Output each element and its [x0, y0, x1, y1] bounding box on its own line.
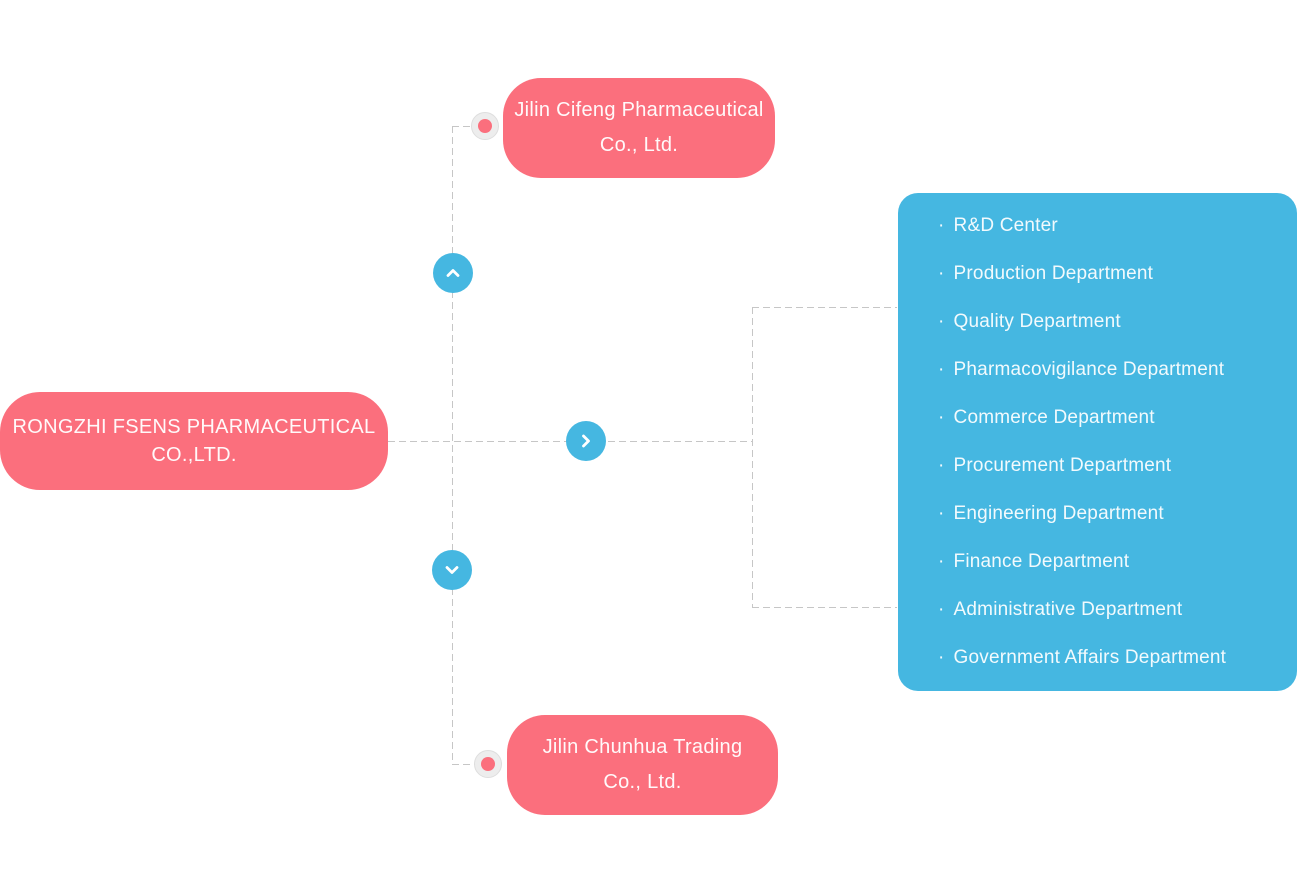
chevron-up-icon [441, 261, 465, 285]
collapse-down-button[interactable] [432, 550, 472, 590]
chevron-right-icon [574, 429, 598, 453]
expand-right-button[interactable] [566, 421, 606, 461]
subsidiary-cifeng-name-line1: Jilin Cifeng Pharmaceutical [514, 99, 764, 121]
connector-bottom-stub [452, 764, 475, 765]
connector-vertical-main [452, 126, 453, 764]
departments-list: · R&D Center · Production Department · Qual… [938, 202, 1297, 682]
department-item: · Finance Department [938, 538, 1297, 586]
node-dot-inner-icon [481, 757, 495, 771]
department-label: Pharmacovigilance Department [953, 359, 1225, 380]
department-item: · Production Department [938, 250, 1297, 298]
subsidiary-cifeng-name-line2: Co., Ltd. [599, 134, 679, 156]
department-item: · Engineering Department [938, 490, 1297, 538]
department-label: Procurement Department [953, 455, 1172, 476]
bullet-dot: · [938, 263, 945, 284]
node-dot-bottom-icon [474, 750, 502, 778]
node-dot-top-icon [471, 112, 499, 140]
department-label: Commerce Department [953, 407, 1155, 428]
node-subsidiary-cifeng: Jilin Cifeng Pharmaceutical Co., Ltd. [503, 78, 775, 178]
department-item: · Commerce Department [938, 394, 1297, 442]
department-item: · Government Affairs Department [938, 634, 1297, 682]
department-label: Engineering Department [953, 503, 1164, 524]
department-item: · Quality Department [938, 298, 1297, 346]
chevron-down-icon [440, 558, 464, 582]
bullet-dot: · [938, 551, 945, 572]
subsidiary-chunhua-name-line2: Co., Ltd. [603, 771, 682, 793]
department-label: R&D Center [953, 215, 1058, 236]
connector-bracket-bottom [752, 607, 897, 608]
departments-panel: · R&D Center · Production Department · Qual… [898, 193, 1297, 691]
department-item: · Pharmacovigilance Department [938, 346, 1297, 394]
connector-bracket-top [752, 307, 897, 308]
root-company-name-line2: CO.,LTD. [151, 444, 237, 466]
department-label: Finance Department [953, 551, 1130, 572]
bullet-dot: · [938, 311, 945, 332]
collapse-up-button[interactable] [433, 253, 473, 293]
department-item: · Procurement Department [938, 442, 1297, 490]
connector-bracket-vertical [752, 307, 753, 608]
root-company-name-line1: RONGZHI FSENS PHARMACEUTICAL [12, 416, 376, 438]
connector-top-stub [452, 126, 472, 127]
bullet-dot: · [938, 215, 945, 236]
bullet-dot: · [938, 647, 945, 668]
department-label: Government Affairs Department [953, 647, 1227, 668]
department-label: Administrative Department [953, 599, 1183, 620]
department-label: Quality Department [953, 311, 1121, 332]
node-root-company: RONGZHI FSENS PHARMACEUTICAL CO.,LTD. [0, 392, 388, 490]
department-label: Production Department [953, 263, 1154, 284]
bullet-dot: · [938, 455, 945, 476]
node-dot-inner-icon [478, 119, 492, 133]
bullet-dot: · [938, 503, 945, 524]
bullet-dot: · [938, 599, 945, 620]
department-item: · Administrative Department [938, 586, 1297, 634]
bullet-dot: · [938, 359, 945, 380]
bullet-dot: · [938, 407, 945, 428]
node-subsidiary-chunhua: Jilin Chunhua Trading Co., Ltd. [507, 715, 778, 815]
subsidiary-chunhua-name-line1: Jilin Chunhua Trading [542, 736, 743, 758]
department-item: · R&D Center [938, 202, 1297, 250]
